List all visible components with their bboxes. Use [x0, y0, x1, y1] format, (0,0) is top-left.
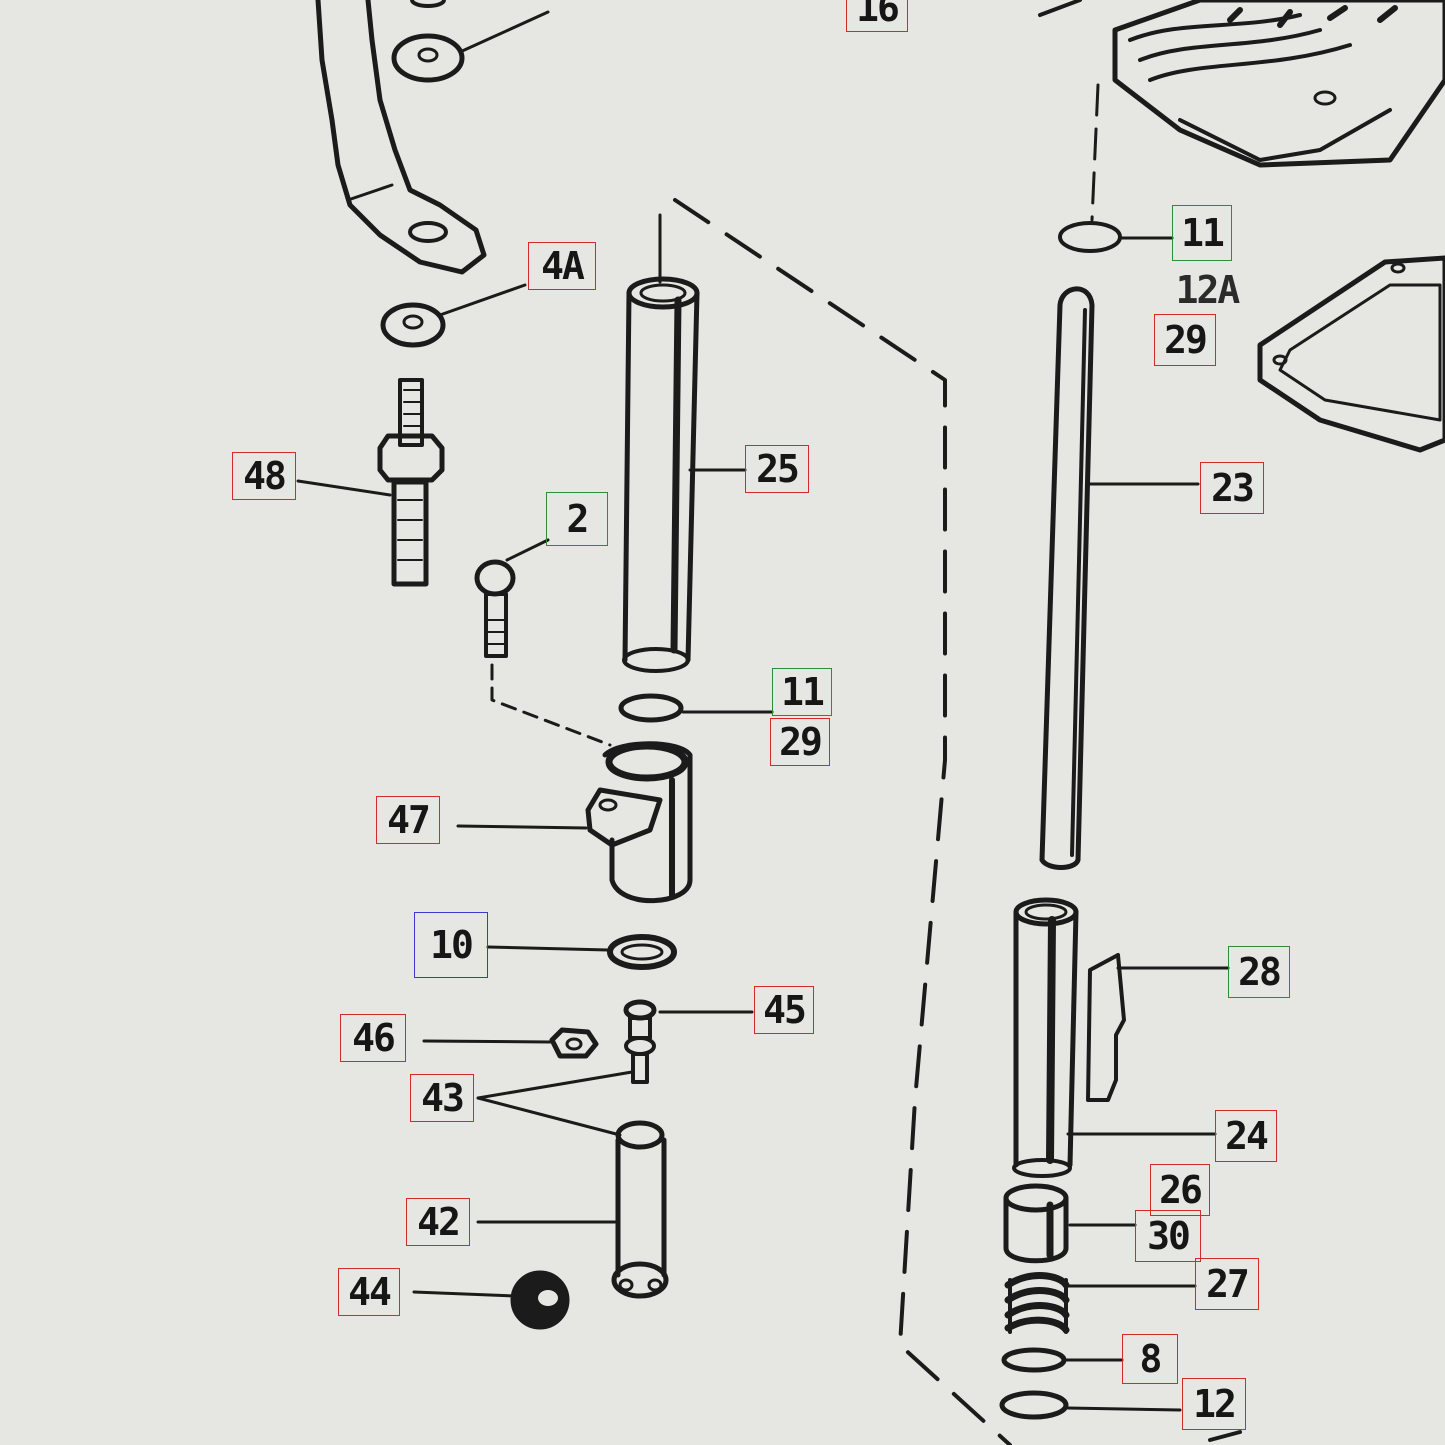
clip-28 [1086, 953, 1230, 1102]
callout-12a[interactable]: 12A [1175, 268, 1241, 312]
ring-12 [999, 1390, 1182, 1420]
axis-line-right [1090, 83, 1100, 222]
callout-11-left[interactable]: 11 [772, 668, 832, 716]
callout-28[interactable]: 28 [1228, 946, 1290, 998]
bolt-45 [623, 999, 754, 1084]
ring-8 [1001, 1347, 1124, 1373]
callout-10[interactable]: 10 [414, 912, 488, 978]
washer-4a [380, 283, 527, 348]
housing-47 [456, 741, 693, 904]
callout-45[interactable]: 45 [754, 986, 814, 1034]
o-ring-11-29 [618, 693, 774, 723]
callout-24[interactable]: 24 [1215, 1110, 1277, 1162]
callout-2[interactable]: 2 [546, 492, 608, 546]
knob-44 [412, 1270, 570, 1330]
spring-27 [1004, 1272, 1197, 1334]
callout-43[interactable]: 43 [410, 1074, 474, 1122]
cup-26-30 [1003, 1183, 1137, 1264]
callout-26[interactable]: 26 [1150, 1164, 1210, 1216]
leader-43 [476, 1070, 634, 1137]
bolt-2 [474, 538, 612, 747]
callout-27[interactable]: 27 [1195, 1258, 1259, 1310]
callout-4a[interactable]: 4A [528, 242, 596, 290]
callout-46[interactable]: 46 [340, 1014, 406, 1062]
callout-23[interactable]: 23 [1200, 462, 1264, 514]
callout-48[interactable]: 48 [232, 452, 296, 500]
nut-46 [422, 1027, 599, 1059]
stud-48 [296, 378, 445, 587]
pushrod-23 [1039, 286, 1200, 870]
washer-top [391, 0, 550, 83]
callout-8[interactable]: 8 [1122, 1334, 1178, 1384]
callout-44[interactable]: 44 [338, 1268, 400, 1316]
washer-10 [486, 934, 677, 970]
tube-24 [1012, 897, 1217, 1178]
callout-11-right[interactable]: 11 [1172, 205, 1232, 261]
sleeve-42 [476, 1120, 669, 1299]
callout-42[interactable]: 42 [406, 1198, 470, 1246]
callout-29-right[interactable]: 29 [1154, 314, 1216, 366]
callout-16[interactable]: 16 [846, 0, 908, 32]
dashed-boundary [673, 198, 1012, 1445]
callout-47[interactable]: 47 [376, 796, 440, 844]
tube-25 [622, 213, 747, 673]
callout-29-left[interactable]: 29 [770, 718, 830, 766]
gasket [1257, 255, 1445, 453]
o-ring-11-right [1058, 221, 1174, 253]
callout-30[interactable]: 30 [1135, 1210, 1201, 1262]
bracket-strap [315, 0, 487, 275]
cylinder-head [1038, 0, 1445, 168]
callout-12-bottom[interactable]: 12 [1182, 1378, 1246, 1430]
callout-25[interactable]: 25 [745, 445, 809, 493]
